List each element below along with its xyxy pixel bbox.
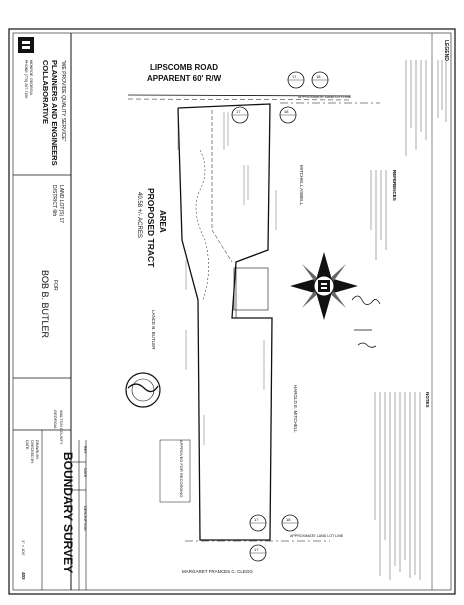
- existing-property-line: [211, 110, 233, 263]
- svg-text:17: 17: [236, 109, 241, 114]
- firm-tagline: "WE PROVIDE QUALITY SERVICE": [60, 60, 66, 142]
- notes-title: NOTES: [425, 392, 430, 408]
- legend-title: LEGEND: [443, 40, 449, 61]
- lot-callout: 17: [249, 514, 267, 532]
- firm-name-line2: COLLABORATIVE: [41, 60, 50, 124]
- lot-callout: 17: [249, 544, 267, 562]
- tract-boundary: [177, 103, 273, 541]
- svg-text:18: 18: [286, 517, 291, 522]
- road-name: LIPSCOMB ROAD: [150, 63, 218, 72]
- tract-area: 40.58 +/- ACRES: [136, 192, 142, 238]
- svg-text:CHECKED BY:: CHECKED BY:: [30, 440, 34, 464]
- district-label: DISTRICT 6th: [51, 185, 57, 217]
- svg-text:PHONE (770) 267-7150: PHONE (770) 267-7150: [24, 60, 28, 98]
- svg-text:17: 17: [292, 74, 297, 79]
- lot-callout: 18: [311, 71, 329, 89]
- adjoiner-west: LANCE B. BUTLER: [151, 310, 156, 350]
- firm-logo: [18, 37, 34, 53]
- adjoiner-south: MARGARET FRANCES C. CLEGG: [182, 569, 253, 574]
- lll-bottom-label: APPROXIMATE LAND LOT LINE: [290, 534, 344, 538]
- approval-box: [159, 439, 191, 503]
- surveyor-seal: [125, 372, 161, 408]
- state-label: GEORGIA: [53, 410, 58, 429]
- svg-text:17: 17: [254, 517, 259, 522]
- svg-text:18: 18: [316, 74, 321, 79]
- creek-line: [195, 149, 209, 301]
- lot-callout: 18: [281, 514, 299, 532]
- lot-callout: 17: [287, 71, 305, 89]
- tract-name: PROPOSED TRACT: [146, 188, 156, 268]
- land-lot-label: LAND LOT(S) 17: [58, 185, 64, 223]
- references-title: REFERENCES: [392, 170, 397, 201]
- date-header: DATE: [83, 468, 87, 478]
- legend-text-lines: [405, 60, 447, 156]
- svg-text:17: 17: [254, 547, 259, 552]
- north-arrow-icon: [290, 252, 358, 320]
- rev-header: REV: [83, 446, 87, 454]
- adjoiner-north: MITCHELL ASBELL: [299, 165, 304, 206]
- approval-line: APPROVED FOR RECORDING: [179, 440, 184, 497]
- client-for-label: FOR: [52, 280, 58, 291]
- bearing-annotations: [177, 112, 277, 445]
- description-header: DESCRIPTION: [83, 506, 87, 531]
- outer-border: [8, 28, 456, 595]
- lot-callouts: 17 18 17 18 17 18 17: [231, 71, 329, 562]
- notes-text-lines: [374, 392, 421, 580]
- inner-border: [12, 32, 452, 591]
- adjoiner-mid: HAROLD E. MITCHELL: [293, 385, 298, 433]
- lll-top-label: APPROXIMATE LAND LOT LINE: [298, 95, 352, 99]
- svg-text:MONROE, GEORGIA: MONROE, GEORGIA: [29, 60, 33, 96]
- svg-text:DRAWN BY:: DRAWN BY:: [35, 440, 39, 460]
- svg-text:DATE:: DATE:: [25, 440, 29, 450]
- sheet-title: BOUNDARY SURVEY: [61, 452, 75, 573]
- firm-name-line1: PLANNERS AND ENGINEERS: [50, 60, 59, 166]
- svg-text:18: 18: [284, 109, 289, 114]
- references-text-lines: [370, 170, 387, 260]
- county-label: WALTON COUNTY: [59, 410, 64, 445]
- road-edge-north: [127, 94, 351, 97]
- area-label: AREA: [158, 210, 167, 233]
- excluded-parcel: [233, 267, 269, 311]
- client-name: BOB B. BUTLER: [40, 270, 50, 339]
- sheet-number: 403: [21, 572, 26, 580]
- scale-label: 1" = 100': [21, 540, 26, 556]
- lot-callout: 18: [279, 106, 297, 124]
- lot-callout: 17: [231, 106, 249, 124]
- road-row: APPARENT 60' R/W: [147, 74, 222, 83]
- surveyor-signature: [351, 295, 381, 348]
